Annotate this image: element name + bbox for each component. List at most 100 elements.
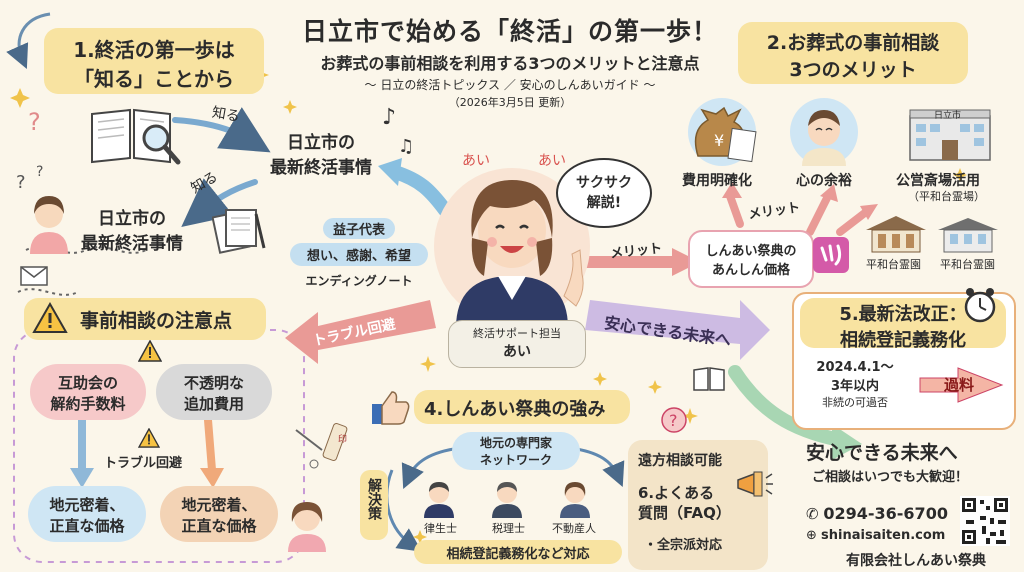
stamp-icon	[295, 423, 348, 469]
ending-note-line2: 想い、感謝、希望	[290, 243, 428, 266]
faq-title-line1: 6.よくある	[638, 484, 715, 502]
realtor-icon	[560, 482, 590, 518]
news-left-line2: 最新終活事情	[81, 234, 183, 254]
page-title: 日立市で始める「終活」の第一歩！	[301, 17, 718, 46]
web-address: shinaisaiten.com	[821, 528, 946, 543]
ending-note-line1: 益子代表	[322, 218, 395, 239]
detail-line3: 非続の可過否	[822, 396, 888, 409]
expert-network-box: 地元の専門家 ネットワーク	[452, 432, 580, 470]
network-line1: 地元の専門家	[479, 436, 552, 450]
cemetery-hall-icon-1	[866, 216, 926, 253]
network-line2: ネットワーク	[479, 453, 552, 467]
city-hall-icon	[909, 109, 991, 161]
envelope-icon	[20, 266, 48, 286]
arrow-trouble	[285, 300, 436, 364]
expert-lawyer-label: 律生士	[424, 522, 457, 535]
hall-label-2: 平和台霊園	[940, 258, 995, 271]
warning-icon-small-2	[138, 428, 160, 448]
merit-sub-note: （平和台霊場）	[908, 190, 985, 203]
caution-result1-line1: 地元密着、	[49, 496, 125, 514]
warning-icon-small-1	[138, 340, 162, 362]
caution-title-box: 事前相談の注意点	[24, 298, 266, 340]
city-hall-sign: 日立市	[934, 111, 962, 121]
character-badge: 終活サポート担当 あい	[448, 320, 586, 368]
page-subtitle: お葬式の事前相談を利用する3つのメリットと注意点	[320, 54, 700, 73]
svg-text:?: ?	[16, 172, 26, 193]
qr-code-icon[interactable]	[960, 496, 1010, 546]
price-line2: あんしん価格	[711, 263, 790, 278]
support-text: 相続登記義務化など対応	[446, 547, 590, 562]
arrow-shiru-1	[172, 107, 271, 153]
penalty-label: 過料	[944, 376, 975, 394]
solution-label: 解決策	[366, 478, 382, 520]
ai-left-label: あい	[462, 153, 490, 169]
svg-text:?: ?	[28, 108, 41, 136]
penalty-arrow-icon	[919, 367, 1004, 403]
lawyer-icon	[424, 482, 454, 518]
section1-title-line1: 1.終活の第一歩は	[73, 38, 235, 62]
detail-line2: 3年以内	[830, 379, 880, 394]
section1-title-box: 1.終活の第一歩は 「知る」ことから	[44, 28, 264, 94]
news-top-line1: 日立市の	[287, 133, 355, 153]
section5-details: 2024.4.1〜 3年以内 非続の可過否	[800, 356, 910, 410]
contact-web[interactable]: ⊕ shinaisaiten.com	[806, 528, 945, 543]
speech-bubble: サクサク 解説!	[556, 158, 652, 228]
caution-dashed-border	[13, 329, 305, 563]
shinai-logo-icon	[813, 237, 849, 273]
cemetery-hall-icon-2	[938, 218, 998, 253]
svg-text:?: ?	[36, 164, 43, 180]
phone-icon: ✆	[806, 505, 824, 523]
contact-phone[interactable]: ✆ 0294-36-6700	[806, 504, 948, 523]
caution-item2-line1: 不透明な	[183, 374, 244, 392]
speech-line2: 解説!	[586, 195, 622, 211]
arrow-shiru-2	[181, 178, 258, 227]
caution-item-mutual-aid: 互助会の 解約手数料	[30, 364, 146, 420]
caution-result-2: 地元密着、 正直な価格	[160, 486, 278, 542]
section4-title: 4.しんあい祭典の強み	[424, 399, 606, 420]
contact-welcome: ご相談はいつでも大歓迎！	[812, 470, 969, 485]
arrow-future	[585, 300, 770, 360]
series-name: 〜 日立の終活トピックス ／ 安心のしんあいガイド 〜	[364, 78, 656, 92]
caution-result1-line2: 正直な価格	[49, 517, 125, 535]
company-name: 有限会社しんあい祭典	[846, 553, 986, 569]
phone-number: 0294-36-6700	[823, 504, 948, 523]
expert-tax-label: 税理士	[492, 522, 525, 535]
ending-note-line3: エンディングノート	[305, 274, 413, 288]
news-left-line1: 日立市の	[98, 209, 166, 229]
merit-item-peace: 心の余裕	[796, 173, 852, 189]
support-box: 相続登記義務化など対応	[414, 540, 622, 564]
badge-line2: あい	[503, 344, 531, 360]
price-box: しんあい祭典の あんしん価格	[688, 230, 814, 288]
documents-icon	[212, 209, 266, 254]
caution-result2-line1: 地元密着、	[181, 496, 257, 514]
woman-small-icon	[288, 502, 326, 552]
ai-right-label: あい	[538, 153, 566, 169]
detail-line1: 2024.4.1〜	[816, 360, 894, 375]
hall-label-1: 平和台霊園	[866, 258, 921, 271]
expert-realtor-label: 不動産人	[552, 522, 596, 535]
caution-avoid-label: トラブル回避	[104, 456, 183, 471]
question-bubble-icon: ?	[661, 407, 687, 433]
thumbs-up-icon	[372, 391, 410, 425]
globe-icon: ⊕	[806, 528, 822, 543]
caution-result-1: 地元密着、 正直な価格	[28, 486, 146, 542]
caution-item1-line2: 解約手数料	[50, 395, 126, 413]
section1-title-line2: 「知る」ことから	[74, 67, 234, 91]
arrow-center-news	[388, 165, 452, 217]
stamp-text: 印	[338, 435, 348, 445]
hitachi-news-left: 日立市の 最新終活事情	[62, 204, 202, 254]
section4-title-box: 4.しんあい祭典の強み	[414, 390, 630, 424]
merit-item-public-hall: 公営斎場活用	[896, 173, 980, 189]
faq-title-line2: 質問（FAQ）	[638, 504, 731, 522]
character-ai	[434, 168, 590, 328]
svg-text:?: ?	[669, 411, 678, 430]
caution-title: 事前相談の注意点	[80, 310, 233, 332]
solution-tag: 解決策	[360, 470, 388, 540]
curve-arrow-top-left	[6, 12, 51, 69]
megaphone-icon	[737, 471, 773, 497]
caution-item2-line2: 追加費用	[183, 395, 244, 413]
badge-line1: 終活サポート担当	[473, 327, 561, 340]
ending-note-box: 益子代表 想い、感謝、希望 エンディングノート	[290, 218, 428, 298]
